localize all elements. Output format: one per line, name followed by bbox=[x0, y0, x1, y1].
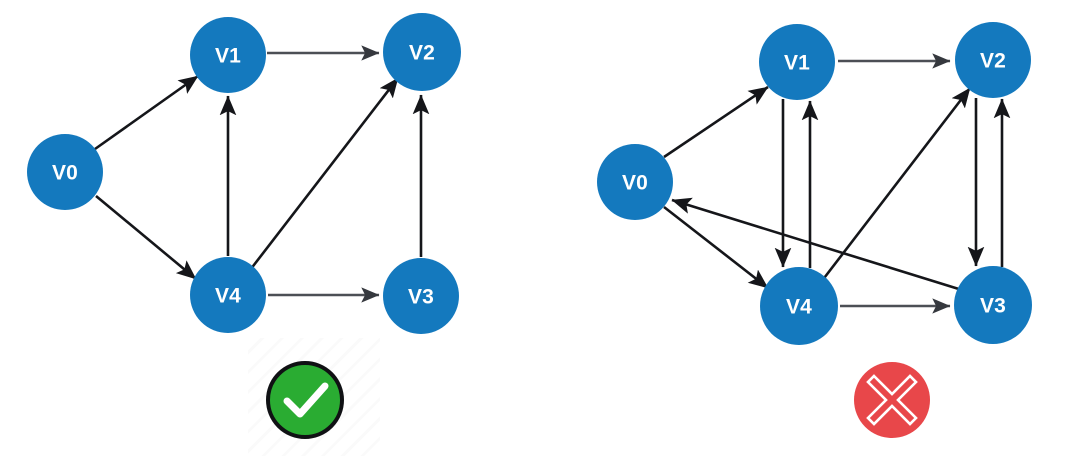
node-circle bbox=[383, 13, 461, 91]
cross-glyph bbox=[866, 374, 918, 426]
edge-v4-v2 bbox=[245, 77, 400, 275]
node-circle bbox=[27, 134, 103, 210]
edge-v0-v1 bbox=[94, 74, 199, 151]
node-label: V1 bbox=[784, 52, 810, 75]
edge-v4-v2 bbox=[816, 87, 972, 287]
node-v2[interactable]: V2 bbox=[383, 13, 461, 91]
node-label: V2 bbox=[980, 50, 1006, 73]
node-label: V0 bbox=[622, 172, 648, 195]
node-label: V4 bbox=[786, 296, 812, 319]
node-v4[interactable]: V4 bbox=[760, 267, 838, 345]
cross-mark-icon bbox=[854, 362, 930, 438]
node-label: V2 bbox=[409, 42, 435, 65]
node-v1[interactable]: V1 bbox=[759, 24, 835, 100]
badge-circle bbox=[266, 361, 344, 439]
invalid-graph-svg: V0 V1 V2 V3 V4 bbox=[597, 22, 1032, 438]
panel-invalid-graph: V0 V1 V2 V3 V4 bbox=[545, 0, 1091, 456]
node-v4[interactable]: V4 bbox=[190, 257, 266, 333]
node-v0[interactable]: V0 bbox=[597, 144, 673, 220]
node-circle bbox=[190, 17, 266, 93]
edge-group bbox=[94, 45, 430, 303]
edge-v0-v4 bbox=[663, 205, 769, 290]
node-v0[interactable]: V0 bbox=[27, 134, 103, 210]
node-circle bbox=[760, 267, 838, 345]
node-circle bbox=[954, 266, 1032, 344]
node-label: V3 bbox=[408, 286, 434, 309]
check-glyph bbox=[283, 382, 329, 418]
node-label: V3 bbox=[980, 295, 1006, 318]
node-v3[interactable]: V3 bbox=[383, 258, 459, 334]
node-v2[interactable]: V2 bbox=[955, 22, 1031, 98]
node-circle bbox=[955, 22, 1031, 98]
valid-graph-svg: V0 V1 V2 V3 V4 bbox=[27, 13, 461, 439]
node-circle bbox=[759, 24, 835, 100]
node-v3[interactable]: V3 bbox=[954, 266, 1032, 344]
node-label: V0 bbox=[52, 162, 78, 185]
edge-v0-v1 bbox=[663, 85, 769, 159]
node-circle bbox=[383, 258, 459, 334]
node-circle bbox=[597, 144, 673, 220]
edge-group bbox=[663, 53, 1011, 314]
node-label: V4 bbox=[215, 285, 241, 308]
node-label: V1 bbox=[215, 45, 241, 68]
check-mark-icon bbox=[266, 361, 344, 439]
panel-valid-graph: V0 V1 V2 V3 V4 bbox=[0, 0, 545, 456]
edge-v3-v0 bbox=[671, 197, 963, 292]
node-v1[interactable]: V1 bbox=[190, 17, 266, 93]
edge-v0-v4 bbox=[95, 194, 197, 281]
node-circle bbox=[190, 257, 266, 333]
